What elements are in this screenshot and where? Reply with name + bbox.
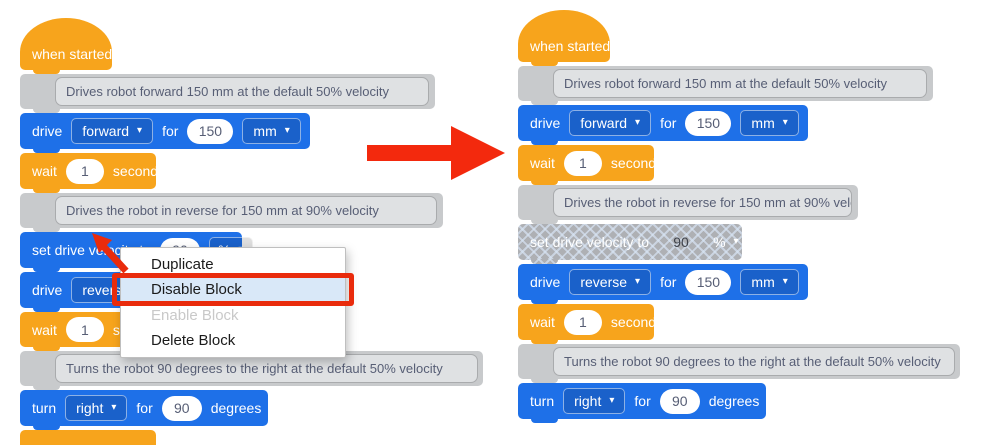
- direction-dropdown[interactable]: reverse ▾: [569, 269, 652, 295]
- set-drive-velocity-block-disabled[interactable]: set drive velocity to 90 % ▾: [518, 224, 742, 264]
- wait-seconds-input[interactable]: 1: [65, 158, 104, 184]
- drive-forward-block[interactable]: drive forward ▾ for 150 mm ▾ ▶: [518, 105, 819, 145]
- when-started-hat-block[interactable]: when started: [518, 10, 611, 66]
- distance-input[interactable]: 150: [187, 118, 234, 144]
- block-label: drive: [530, 274, 561, 290]
- comment-block[interactable]: Drives the robot in reverse for 150 mm a…: [20, 193, 443, 232]
- comment-block[interactable]: Turns the robot 90 degrees to the right …: [518, 344, 960, 383]
- dropdown-caret-icon: ▾: [111, 402, 117, 413]
- unit-dropdown[interactable]: mm ▾: [740, 110, 799, 136]
- wait-block[interactable]: wait 1 seconds: [20, 153, 165, 193]
- menu-item-duplicate[interactable]: Duplicate: [151, 256, 214, 274]
- block-label: turn: [530, 393, 555, 409]
- distance-input[interactable]: 150: [685, 110, 732, 136]
- dropdown-caret-icon: ▾: [733, 236, 739, 247]
- block-label: wait: [32, 321, 57, 338]
- direction-dropdown[interactable]: right ▾: [65, 395, 128, 421]
- block-label: seconds: [112, 163, 166, 179]
- block-label: seconds: [610, 314, 664, 330]
- block-label: degrees: [708, 393, 760, 409]
- turn-block[interactable]: turn right ▾ for 90 degrees ▶: [518, 383, 780, 423]
- play-icon[interactable]: ▶: [311, 124, 322, 138]
- hat-label: when started: [32, 46, 113, 62]
- dropdown-caret-icon: ▾: [137, 125, 143, 136]
- block-label: set drive velocity to: [530, 234, 650, 250]
- block-label: turn: [32, 400, 57, 416]
- wait-block[interactable]: wait 1 seconds: [518, 145, 663, 185]
- velocity-input[interactable]: 90: [673, 234, 689, 250]
- unit-dropdown[interactable]: mm ▾: [740, 269, 799, 295]
- dropdown-caret-icon: ▾: [635, 117, 641, 128]
- play-icon[interactable]: ▶: [272, 401, 282, 415]
- block-label: drive: [32, 123, 63, 139]
- direction-dropdown[interactable]: forward ▾: [71, 118, 154, 144]
- transform-arrow-icon: [367, 126, 505, 180]
- wait-block-partial[interactable]: [20, 430, 156, 445]
- comment-text: Drives robot forward 150 mm at the defau…: [553, 69, 927, 98]
- dropdown-caret-icon: ▾: [635, 276, 641, 287]
- wait-seconds-input[interactable]: 1: [563, 150, 602, 176]
- turn-block[interactable]: turn right ▾ for 90 degrees ▶: [20, 390, 282, 430]
- when-started-hat-block[interactable]: when started: [20, 18, 113, 74]
- block-label: wait: [32, 163, 57, 179]
- block-label: for: [634, 393, 651, 409]
- angle-input[interactable]: 90: [659, 388, 700, 414]
- distance-input[interactable]: 150: [685, 269, 732, 295]
- block-label: wait: [530, 155, 555, 171]
- drive-forward-block[interactable]: drive forward ▾ for 150 mm ▾ ▶: [20, 113, 321, 153]
- comment-text: Drives the robot in reverse for 150 mm a…: [55, 196, 437, 225]
- block-label: for: [660, 115, 677, 131]
- drive-reverse-block[interactable]: drive reverse ▾ for 150 mm ▾ ▶: [518, 264, 819, 304]
- dropdown-caret-icon: ▾: [782, 117, 788, 128]
- wait-block[interactable]: wait 1 seconds: [518, 304, 663, 344]
- direction-dropdown[interactable]: right ▾: [563, 388, 626, 414]
- comment-text: Drives the robot in reverse for 150 mm a…: [553, 188, 852, 217]
- hat-label: when started: [530, 38, 611, 54]
- unit-dropdown[interactable]: % ▾: [713, 234, 739, 250]
- block-label: wait: [530, 314, 555, 330]
- block-label: drive: [32, 282, 63, 298]
- comment-block[interactable]: Drives robot forward 150 mm at the defau…: [20, 74, 435, 113]
- block-label: degrees: [210, 400, 262, 416]
- comment-block[interactable]: Turns the robot 90 degrees to the right …: [20, 351, 483, 390]
- block-label: for: [660, 274, 677, 290]
- block-label: for: [136, 400, 153, 416]
- block-label: for: [162, 123, 179, 139]
- comment-block[interactable]: Drives the robot in reverse for 150 mm a…: [518, 185, 858, 224]
- angle-input[interactable]: 90: [161, 395, 202, 421]
- comment-text: Turns the robot 90 degrees to the right …: [553, 347, 955, 376]
- menu-item-delete-block[interactable]: Delete Block: [151, 331, 236, 349]
- comment-text: Turns the robot 90 degrees to the right …: [55, 354, 478, 383]
- context-menu: Duplicate Disable Block Enable Block Del…: [112, 247, 354, 358]
- dropdown-caret-icon: ▾: [782, 276, 788, 287]
- wait-seconds-input[interactable]: 1: [563, 309, 602, 335]
- comment-block[interactable]: Drives robot forward 150 mm at the defau…: [518, 66, 933, 105]
- play-icon[interactable]: ▶: [809, 116, 820, 130]
- dropdown-caret-icon: ▾: [609, 395, 615, 406]
- block-label: seconds: [610, 155, 664, 171]
- unit-dropdown[interactable]: mm ▾: [242, 118, 301, 144]
- play-icon[interactable]: ▶: [809, 275, 820, 289]
- menu-item-enable-block: Enable Block: [151, 306, 239, 324]
- play-icon[interactable]: ▶: [770, 394, 780, 408]
- dropdown-caret-icon: ▾: [284, 125, 290, 136]
- comment-text: Drives robot forward 150 mm at the defau…: [55, 77, 429, 106]
- block-label: drive: [530, 115, 561, 131]
- wait-seconds-input[interactable]: 1: [65, 317, 104, 342]
- menu-item-disable-block[interactable]: Disable Block: [112, 273, 354, 307]
- direction-dropdown[interactable]: forward ▾: [569, 110, 652, 136]
- cursor-arrow-icon: [92, 233, 129, 273]
